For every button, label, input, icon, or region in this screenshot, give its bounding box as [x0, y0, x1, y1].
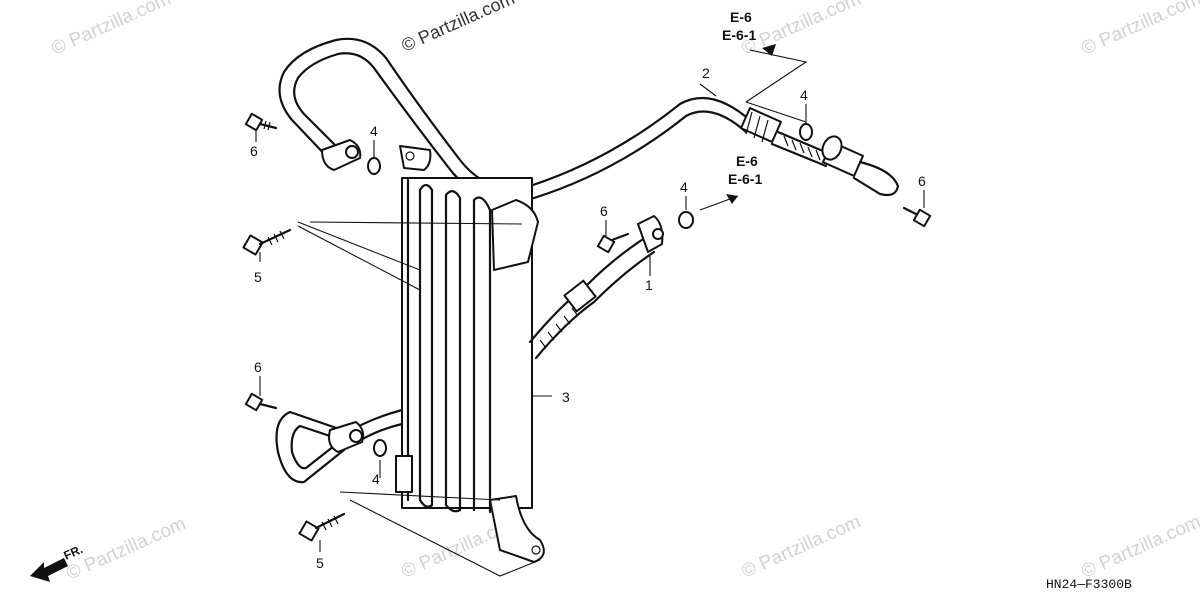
callout-6: 6 — [918, 173, 926, 189]
watermarks: © Partzilla.com © Partzilla.com © Partzi… — [48, 0, 1200, 585]
washer — [799, 123, 813, 141]
washers — [367, 123, 813, 457]
watermark: © Partzilla.com — [398, 0, 517, 56]
oil-pipe-upper — [278, 37, 900, 202]
callout-1: 1 — [645, 277, 653, 293]
reference-upper-1: E-6 — [730, 9, 752, 25]
callout-4: 4 — [370, 123, 378, 139]
callout-5: 5 — [254, 269, 262, 285]
reference-upper-2: E-6-1 — [722, 27, 756, 43]
leader-lines — [255, 49, 925, 577]
watermark: © Partzilla.com — [738, 511, 864, 582]
arrow-icon — [762, 44, 776, 56]
washer — [678, 211, 694, 229]
watermark: © Partzilla.com — [63, 513, 189, 584]
callout-6: 6 — [254, 359, 262, 375]
washer — [373, 439, 387, 457]
front-arrow-icon — [30, 558, 68, 582]
watermark: © Partzilla.com — [738, 0, 864, 60]
diagram-code: HN24—F3300B — [1046, 577, 1132, 592]
oil-pipe-lower — [528, 215, 664, 360]
watermark: © Partzilla.com — [1078, 511, 1200, 582]
callout-4: 4 — [680, 179, 688, 195]
callout-5: 5 — [316, 555, 324, 571]
oil-pipe-lower-left — [275, 408, 404, 484]
bolt-short-center — [596, 232, 630, 254]
arrow-icon — [726, 194, 738, 204]
callout-3: 3 — [562, 389, 570, 405]
callout-6: 6 — [250, 143, 258, 159]
callout-6: 6 — [600, 203, 608, 219]
callout-4: 4 — [800, 87, 808, 103]
watermark: © Partzilla.com — [48, 0, 174, 60]
bolt-short-lower-left — [244, 392, 278, 412]
reference-arrows — [726, 44, 776, 204]
callout-4: 4 — [372, 471, 380, 487]
reference-codes: E-6 E-6-1 E-6 E-6-1 — [722, 9, 762, 187]
reference-lower-1: E-6 — [736, 153, 758, 169]
callout-labels: 1 2 3 4 4 4 4 5 5 6 6 6 6 — [250, 65, 926, 571]
bolt-short-right — [902, 206, 932, 228]
bolt-short-upper-left — [244, 112, 278, 132]
reference-lower-2: E-6-1 — [728, 171, 762, 187]
watermark: © Partzilla.com — [1078, 0, 1200, 60]
bolts — [242, 112, 932, 542]
callout-2: 2 — [702, 65, 710, 81]
bolt-long-bottom — [298, 512, 346, 542]
bolt-long-left — [242, 228, 292, 256]
oil-cooler — [395, 145, 545, 563]
pipe-fitting-upper-left — [321, 139, 362, 171]
washer — [367, 157, 381, 175]
